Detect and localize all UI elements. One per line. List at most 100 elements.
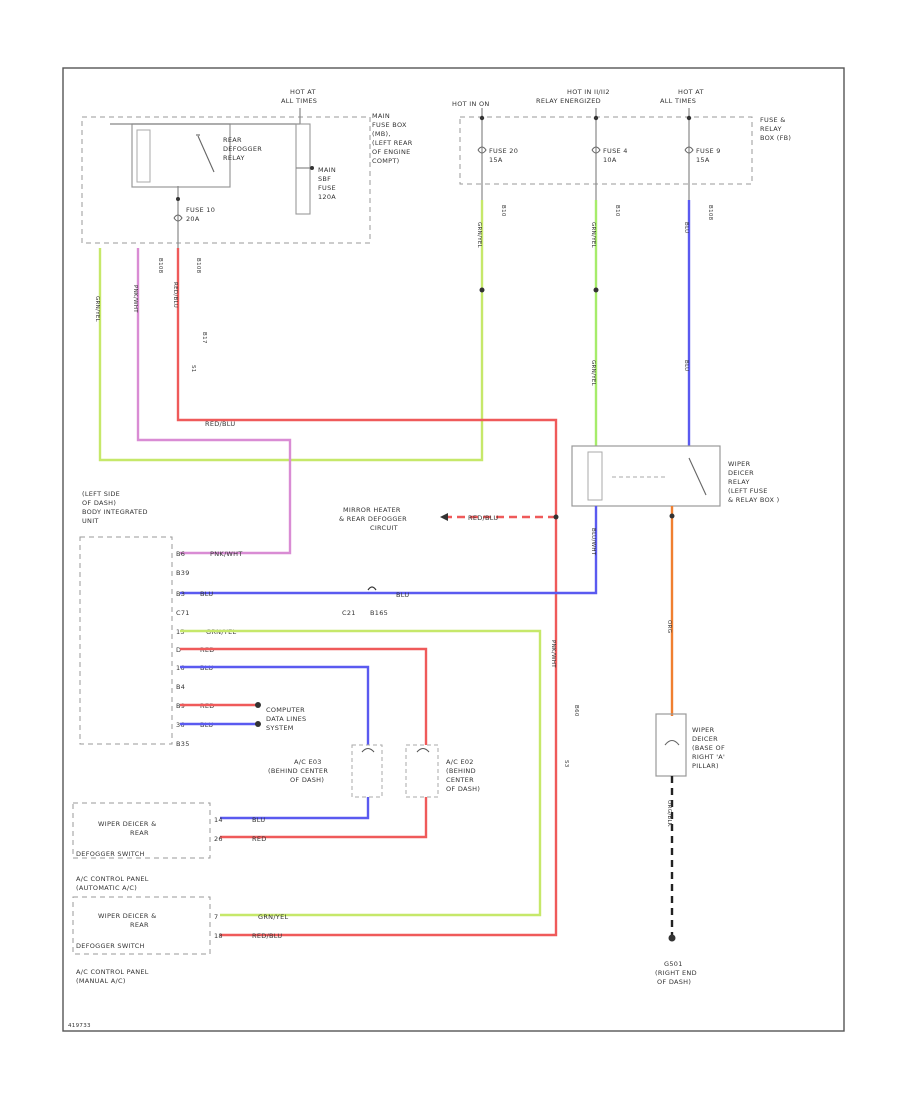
svg-text:18: 18 bbox=[214, 932, 223, 940]
svg-text:B4: B4 bbox=[176, 683, 185, 691]
svg-text:A/C CONTROL PANEL: A/C CONTROL PANEL bbox=[76, 968, 149, 976]
svg-text:(LEFT FUSE: (LEFT FUSE bbox=[728, 487, 768, 495]
svg-text:C71: C71 bbox=[176, 609, 190, 617]
svg-text:B165: B165 bbox=[370, 609, 388, 617]
svg-text:ORG: ORG bbox=[666, 620, 672, 633]
svg-text:ORG/BLK: ORG/BLK bbox=[666, 800, 672, 827]
svg-text:REAR: REAR bbox=[130, 829, 149, 837]
wire-blu-biu-ac bbox=[180, 665, 370, 820]
svg-text:(AUTOMATIC A/C): (AUTOMATIC A/C) bbox=[76, 884, 137, 892]
fuse-10: FUSE 10 20A bbox=[173, 186, 215, 248]
svg-text:BLU/WHT: BLU/WHT bbox=[590, 528, 596, 556]
fuse-4: FUSE 4 10A bbox=[591, 108, 628, 200]
svg-text:DEFOGGER SWITCH: DEFOGGER SWITCH bbox=[76, 850, 145, 858]
wiper-deicer: WIPER DEICER (BASE OF RIGHT 'A' PILLAR) bbox=[655, 713, 725, 777]
hot-all-times-right-label: HOT AT ALL TIMES bbox=[660, 88, 704, 105]
svg-text:BLU: BLU bbox=[252, 816, 265, 824]
wire-red-blu bbox=[176, 248, 558, 937]
svg-text:DEICER: DEICER bbox=[728, 469, 754, 477]
svg-text:FUSE BOX: FUSE BOX bbox=[372, 121, 407, 129]
svg-text:B17: B17 bbox=[201, 332, 207, 344]
svg-text:RED/BLU: RED/BLU bbox=[172, 282, 178, 308]
mirror-arrow bbox=[440, 513, 448, 521]
wire-red-biu-ac bbox=[180, 647, 428, 839]
svg-text:PNK/WHT: PNK/WHT bbox=[132, 285, 138, 313]
svg-text:A/C CONTROL PANEL: A/C CONTROL PANEL bbox=[76, 875, 149, 883]
svg-text:CIRCUIT: CIRCUIT bbox=[370, 524, 398, 532]
svg-text:D: D bbox=[176, 646, 181, 654]
svg-text:RELAY: RELAY bbox=[728, 478, 750, 486]
svg-text:RED/BLU: RED/BLU bbox=[468, 514, 498, 522]
svg-text:PILLAR): PILLAR) bbox=[692, 762, 719, 770]
svg-text:FUSE 20: FUSE 20 bbox=[489, 147, 518, 155]
switch-auto-outline bbox=[72, 802, 211, 859]
svg-text:BLU: BLU bbox=[396, 591, 409, 599]
svg-text:(BASE OF: (BASE OF bbox=[692, 744, 725, 752]
svg-text:PNK/WHT: PNK/WHT bbox=[550, 640, 556, 668]
biu-pin-labels: PNK/WHT BLU GRN/YEL RED BLU RED BLU bbox=[200, 550, 242, 729]
svg-text:ALL TIMES: ALL TIMES bbox=[660, 97, 696, 105]
svg-text:B6: B6 bbox=[176, 550, 185, 558]
biu-c-labels: C21 B165 bbox=[342, 609, 388, 617]
svg-text:RELAY ENERGIZED: RELAY ENERGIZED bbox=[536, 97, 601, 105]
svg-text:WIPER: WIPER bbox=[692, 726, 715, 734]
biu-title: (LEFT SIDE OF DASH) BODY INTEGRATED UNIT bbox=[82, 490, 148, 525]
svg-text:(MANUAL A/C): (MANUAL A/C) bbox=[76, 977, 126, 985]
svg-text:HOT AT: HOT AT bbox=[290, 88, 316, 96]
svg-text:20A: 20A bbox=[186, 215, 200, 223]
svg-text:BODY INTEGRATED: BODY INTEGRATED bbox=[82, 508, 148, 516]
svg-text:(MB),: (MB), bbox=[372, 130, 391, 138]
svg-text:B108: B108 bbox=[195, 258, 201, 274]
svg-text:FUSE 4: FUSE 4 bbox=[603, 147, 628, 155]
ac-e02-connector: A/C E02 (BEHIND CENTER OF DASH) bbox=[405, 744, 480, 798]
svg-text:BLU: BLU bbox=[683, 360, 689, 372]
svg-text:OF DASH): OF DASH) bbox=[446, 785, 480, 793]
computer-data-lines-label: COMPUTER DATA LINES SYSTEM bbox=[266, 706, 306, 732]
blu-connector bbox=[367, 586, 377, 591]
svg-text:B3: B3 bbox=[176, 590, 185, 598]
svg-text:FUSE 10: FUSE 10 bbox=[186, 206, 215, 214]
svg-text:DEFOGGER: DEFOGGER bbox=[223, 145, 262, 153]
svg-text:CENTER: CENTER bbox=[446, 776, 474, 784]
svg-text:B10: B10 bbox=[500, 205, 506, 217]
svg-text:WIPER: WIPER bbox=[728, 460, 751, 468]
svg-text:GRN/YEL: GRN/YEL bbox=[94, 296, 100, 323]
rear-defogger-relay: REAR DEFOGGER RELAY bbox=[131, 123, 262, 188]
ac-e03-connector: A/C E03 (BEHIND CENTER OF DASH) bbox=[268, 744, 383, 798]
main-fuse-box-outline bbox=[81, 116, 371, 244]
svg-text:GRN/YEL: GRN/YEL bbox=[590, 222, 596, 249]
svg-text:WIPER DEICER &: WIPER DEICER & bbox=[98, 820, 156, 828]
svg-text:B108: B108 bbox=[707, 205, 713, 221]
svg-text:120A: 120A bbox=[318, 193, 336, 201]
manual-ac-label: A/C CONTROL PANEL (MANUAL A/C) bbox=[76, 968, 149, 985]
fuse-9: FUSE 9 15A bbox=[684, 108, 721, 200]
svg-text:DEFOGGER SWITCH: DEFOGGER SWITCH bbox=[76, 942, 145, 950]
wire-pink bbox=[136, 248, 292, 555]
diagram-frame bbox=[62, 67, 845, 1032]
svg-text:FUSE &: FUSE & bbox=[760, 116, 786, 124]
hot-in-ii-label: HOT IN II/II2 RELAY ENERGIZED bbox=[536, 88, 609, 105]
svg-text:B108: B108 bbox=[157, 258, 163, 274]
wire-blu-relay-biu bbox=[180, 506, 598, 595]
svg-text:10A: 10A bbox=[603, 156, 617, 164]
svg-text:RIGHT 'A': RIGHT 'A' bbox=[692, 753, 725, 761]
svg-text:ALL TIMES: ALL TIMES bbox=[281, 97, 317, 105]
svg-text:14: 14 bbox=[214, 816, 223, 824]
svg-text:BLU: BLU bbox=[683, 222, 689, 234]
ground-label: G501 (RIGHT END OF DASH) bbox=[655, 960, 697, 986]
svg-text:B60: B60 bbox=[573, 705, 579, 717]
svg-text:COMPT): COMPT) bbox=[372, 157, 400, 165]
splice-label: S1 B17 bbox=[190, 332, 207, 373]
svg-text:7: 7 bbox=[214, 913, 218, 921]
fuse-relay-box-label: FUSE & RELAY BOX (FB) bbox=[760, 116, 791, 142]
svg-text:COMPUTER: COMPUTER bbox=[266, 706, 305, 714]
svg-text:FUSE 9: FUSE 9 bbox=[696, 147, 721, 155]
ground-point bbox=[668, 934, 676, 942]
svg-text:RED/BLU: RED/BLU bbox=[252, 932, 282, 940]
svg-text:HOT AT: HOT AT bbox=[678, 88, 704, 96]
svg-text:MAIN: MAIN bbox=[372, 112, 390, 120]
svg-text:SYSTEM: SYSTEM bbox=[266, 724, 294, 732]
svg-text:A/C E03: A/C E03 bbox=[294, 758, 322, 766]
svg-text:SBF: SBF bbox=[318, 175, 331, 183]
